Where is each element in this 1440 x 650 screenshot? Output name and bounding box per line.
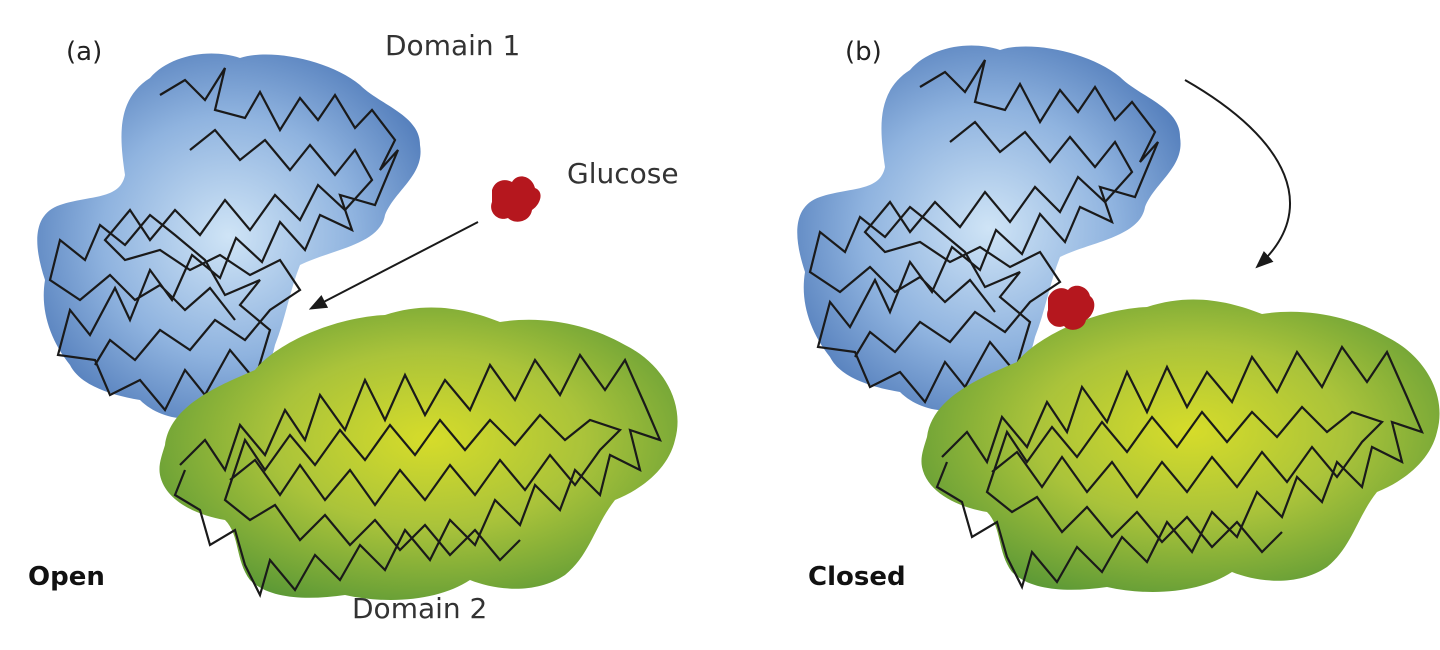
- domain1-label: Domain 1: [385, 29, 520, 62]
- binding-arrow: [308, 221, 479, 310]
- panel-b-label: (b): [845, 37, 882, 67]
- glucose-label: Glucose: [567, 157, 679, 190]
- panel-a: (a) Domain 1 Glucose Domain 2 Open: [28, 29, 679, 625]
- glucose-molecule-unbound: [491, 176, 541, 222]
- panel-b: (b) Closed: [797, 37, 1440, 592]
- open-state-label: Open: [28, 562, 105, 592]
- closing-motion-arrow: [1184, 79, 1292, 269]
- glucose-molecule-bound: [1047, 285, 1095, 330]
- domain2-label: Domain 2: [352, 592, 487, 625]
- panel-a-label: (a): [66, 37, 102, 67]
- closed-state-label: Closed: [808, 562, 906, 592]
